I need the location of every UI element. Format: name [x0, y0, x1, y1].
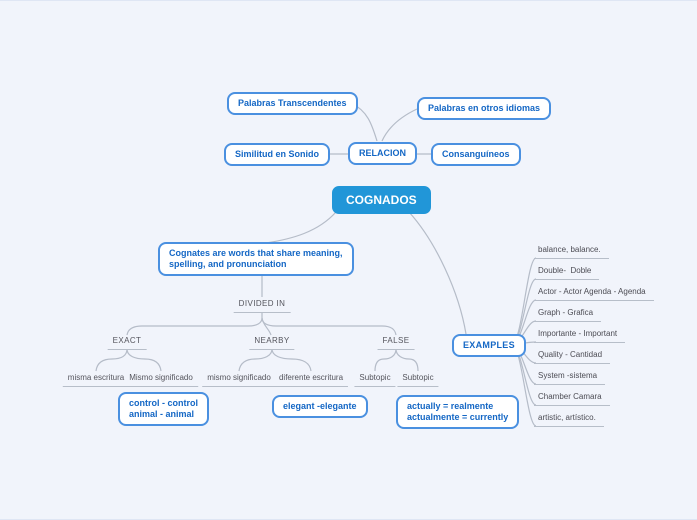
- topic-similitud-en-sonido[interactable]: Similitud en Sonido: [224, 143, 330, 166]
- example-item-chamber[interactable]: Chamber Camara: [534, 390, 610, 406]
- topic-relacion[interactable]: RELACION: [348, 142, 417, 165]
- example-item-actor[interactable]: Actor - Actor Agenda - Agenda: [534, 285, 654, 301]
- topic-cognates-definition[interactable]: Cognates are words that share meaning, s…: [158, 242, 354, 276]
- topic-actually[interactable]: actually = realmente actualmente = curre…: [396, 395, 520, 429]
- example-item-graph[interactable]: Graph - Grafica: [534, 306, 602, 322]
- topic-subtopic-1[interactable]: Subtopic: [354, 371, 396, 387]
- topic-cognados-root[interactable]: COGNADOS: [332, 186, 431, 214]
- topic-consanguineos[interactable]: Consanguíneos: [431, 143, 521, 166]
- topic-exact[interactable]: EXACT: [107, 334, 147, 350]
- topic-elegant[interactable]: elegant -elegante: [272, 395, 368, 418]
- example-item-system[interactable]: System -sistema: [534, 369, 606, 385]
- topic-misma-escritura[interactable]: misma escritura: [62, 371, 130, 387]
- example-item-artistic[interactable]: artistic, artístico.: [534, 411, 604, 427]
- control-line-2: animal - animal: [129, 409, 195, 419]
- actually-line-2: actualmente = currently: [407, 412, 509, 422]
- topic-mismo-significado-nearby[interactable]: mismo significado: [202, 371, 276, 387]
- topic-palabras-otros-idiomas[interactable]: Palabras en otros idiomas: [417, 97, 552, 120]
- definition-line-2: spelling, and pronunciation: [169, 259, 287, 269]
- example-item-quality[interactable]: Quality - Cantidad: [534, 348, 611, 364]
- topic-examples[interactable]: EXAMPLES: [452, 334, 526, 357]
- example-item-double[interactable]: Double- Doble: [534, 264, 600, 280]
- control-line-1: control - control: [129, 398, 198, 408]
- example-item-importante[interactable]: Importante - Important: [534, 327, 626, 343]
- topic-divided-in[interactable]: DIVIDED IN: [233, 297, 291, 313]
- topic-subtopic-2[interactable]: Subtopic: [397, 371, 439, 387]
- topic-nearby[interactable]: NEARBY: [249, 334, 295, 350]
- definition-line-1: Cognates are words that share meaning,: [169, 248, 343, 258]
- topic-false[interactable]: FALSE: [377, 334, 415, 350]
- topic-mismo-significado-exact[interactable]: Mismo significado: [124, 371, 198, 387]
- example-item-balance[interactable]: balance, balance.: [534, 243, 609, 259]
- topic-diferente-escritura[interactable]: diferente escritura: [273, 371, 349, 387]
- topic-control-animal[interactable]: control - control animal - animal: [118, 392, 209, 426]
- topic-palabras-transcendentes[interactable]: Palabras Transcendentes: [227, 92, 358, 115]
- actually-line-1: actually = realmente: [407, 401, 494, 411]
